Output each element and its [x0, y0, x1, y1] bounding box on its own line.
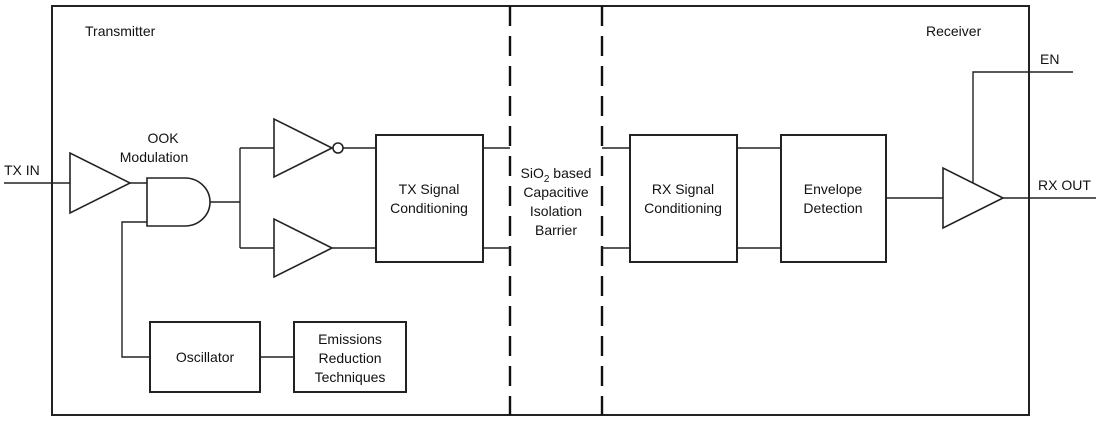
enable-wire: [972, 71, 1073, 183]
emissions-reduction-block: [293, 321, 407, 393]
rx-signal-conditioning-line1: RX Signal: [652, 181, 714, 197]
emissions-reduction-line1: Emissions: [318, 331, 382, 347]
ook-label-line2: Modulation: [120, 149, 189, 165]
noninverting-driver-symbol: [273, 217, 334, 279]
barrier-label-line1: SiO2 based: [521, 165, 592, 185]
rx-out-label: RX OUT: [1038, 177, 1091, 193]
emissions-reduction-line2: Reduction: [318, 350, 381, 366]
and-gate-symbol: [146, 177, 211, 227]
emissions-reduction-line3: Techniques: [315, 369, 386, 385]
envelope-detection-line2: Detection: [803, 200, 862, 216]
transmitter-label: Transmitter: [85, 23, 156, 39]
tx-signal-conditioning-line2: Conditioning: [390, 200, 468, 216]
input-buffer-symbol: [69, 151, 132, 215]
tx-signal-conditioning-block: [375, 134, 484, 263]
en-label: EN: [1040, 51, 1059, 67]
receiver-label: Receiver: [926, 23, 982, 39]
rx-signal-conditioning-block: [629, 134, 738, 263]
envelope-detection-block: [780, 134, 887, 263]
barrier-label-line4: Barrier: [535, 222, 577, 238]
oscillator-label: Oscillator: [176, 349, 235, 365]
envelope-detection-line1: Envelope: [804, 181, 863, 197]
inverter-bubble: [332, 142, 344, 154]
inverting-driver-symbol: [273, 117, 334, 179]
rx-signal-conditioning-line2: Conditioning: [644, 200, 722, 216]
tx-in-label: TX IN: [4, 162, 40, 178]
ook-label-line1: OOK: [147, 130, 179, 146]
barrier-label-line3: Isolation: [530, 203, 582, 219]
device-outline: [51, 5, 1030, 416]
tx-signal-conditioning-line1: TX Signal: [399, 181, 460, 197]
oscillator-to-and-wire: [121, 221, 150, 358]
oscillator-block: [149, 321, 261, 393]
barrier-label-line2: Capacitive: [523, 184, 589, 200]
